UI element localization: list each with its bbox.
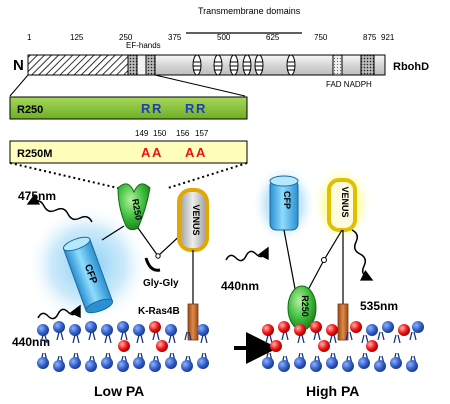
- residue-a-156: A: [185, 145, 195, 160]
- position-125: 125: [70, 33, 84, 42]
- lipid-heads-high-pa: [262, 321, 424, 372]
- rbohd-label: RbohD: [393, 61, 429, 73]
- r250-label-low-pa: R250: [130, 198, 144, 221]
- residue-r-150: R: [152, 101, 162, 116]
- mutant-residues: A A A A: [141, 145, 206, 160]
- residue-numbers: 149 150 156 157: [135, 129, 209, 138]
- n-terminus-label: N: [13, 57, 24, 74]
- fad-domain: [332, 54, 343, 76]
- cfp-low-pa: CFP: [62, 236, 114, 314]
- lipid-heads-low-pa: [37, 321, 209, 372]
- venus-label-low-pa: VENUS: [191, 204, 201, 235]
- fad-nadph-label: FAD NADPH: [326, 80, 372, 89]
- position-1: 1: [27, 33, 32, 42]
- residue-number-149: 149: [135, 129, 149, 138]
- venus-high-pa: VENUS: [327, 178, 357, 232]
- zoom-line-right: [154, 74, 246, 97]
- dotted-zoom-left: [9, 162, 119, 189]
- cfp-high-pa: CFP: [269, 175, 299, 231]
- membrane-high-pa: [262, 321, 424, 372]
- high-pa-title: High PA: [306, 383, 359, 399]
- residue-a-149: A: [141, 145, 151, 160]
- tm-helix-2: [213, 54, 223, 76]
- residue-a-150: A: [152, 145, 162, 160]
- excitation-label-high-pa: 440nm: [221, 279, 259, 293]
- tm-helix-5: [254, 54, 264, 76]
- ef-hands-label: EF-hands: [126, 41, 161, 50]
- emission-wave-475: [26, 193, 93, 223]
- transmembrane-title: Transmembrane domains: [198, 6, 301, 16]
- residue-r-149: R: [141, 101, 151, 116]
- residue-number-150: 150: [153, 129, 167, 138]
- kras-anchor-low-pa: [187, 303, 199, 341]
- ef-hand-spacer: [136, 54, 147, 76]
- rbohd-domain-map: Transmembrane domains 1 125 250 375 500 …: [9, 6, 429, 97]
- venus-low-pa: VENUS: [177, 188, 209, 252]
- excitation-wave-440-low: [37, 304, 81, 320]
- residue-a-157: A: [196, 145, 206, 160]
- low-pa-state: 475nm CFP 440nm R250 Gly-Gly VENUS: [12, 183, 209, 399]
- position-875: 875: [363, 33, 377, 42]
- tm-helix-4: [242, 54, 252, 76]
- high-pa-state: CFP VENUS 440nm 535nm R250: [221, 164, 424, 399]
- r250-domain-low-pa: R250: [117, 183, 151, 231]
- position-500: 500: [217, 33, 231, 42]
- residue-r-157: R: [196, 101, 206, 116]
- dotted-zoom-right: [167, 162, 248, 189]
- low-pa-title: Low PA: [94, 383, 144, 399]
- excitation-label-low-pa: 440nm: [12, 335, 50, 349]
- n-terminal-hatched-region: [27, 54, 129, 76]
- kras-label: K-Ras4B: [138, 306, 180, 317]
- ef-hand-2: [145, 54, 156, 76]
- nadph-domain: [360, 54, 375, 76]
- ef-hand-1: [127, 54, 138, 76]
- venus-label-high-pa: VENUS: [340, 186, 350, 217]
- r250-bar-label: R250: [17, 104, 43, 116]
- linker-joint-high: [321, 257, 327, 263]
- joint-to-r250-high: [307, 259, 325, 291]
- cfp-to-r250-linker: [101, 225, 125, 241]
- kras-anchor-high-pa: [337, 303, 349, 341]
- position-625: 625: [266, 33, 280, 42]
- emission-label-535: 535nm: [360, 299, 398, 313]
- fad-label: FAD: [326, 80, 342, 89]
- gly-gly-label: Gly-Gly: [143, 278, 179, 289]
- tm-helix-3: [229, 54, 239, 76]
- residue-number-157: 157: [195, 129, 209, 138]
- nadph-label: NADPH: [344, 80, 372, 89]
- r250-bar: [9, 96, 248, 120]
- gly-gly-hinge-icon: [144, 257, 161, 272]
- position-375: 375: [168, 33, 182, 42]
- tm-helix-1: [192, 54, 202, 76]
- position-750: 750: [314, 33, 328, 42]
- emission-label-475: 475nm: [18, 189, 56, 203]
- transmembrane-helices: [192, 54, 296, 76]
- gly-gly-joint: [155, 253, 161, 259]
- c-terminal-region: [154, 54, 386, 76]
- r250m-bar: [9, 140, 248, 164]
- r250-label-high-pa: R250: [300, 295, 310, 317]
- emission-wave-535: [351, 229, 374, 281]
- position-250: 250: [119, 33, 133, 42]
- wild-type-residues: R R R R: [141, 101, 206, 116]
- r250-bars: R250 R R R R 149 150 156 157 R250M A A A…: [9, 96, 248, 189]
- r250m-bar-label: R250M: [17, 148, 52, 160]
- position-921: 921: [381, 33, 395, 42]
- cfp-label-high-pa: CFP: [282, 191, 292, 209]
- residue-r-156: R: [185, 101, 195, 116]
- membrane-low-pa: [37, 321, 209, 372]
- zoom-line-left: [9, 74, 29, 97]
- excitation-wave-440-high: [225, 246, 269, 262]
- venus-to-joint-high: [323, 229, 343, 261]
- tm-helix-6: [286, 54, 296, 76]
- residue-number-156: 156: [176, 129, 190, 138]
- cfp-to-r250-high: [283, 229, 297, 295]
- position-ticks: 1 125 250 375 500 625 750 875 921: [27, 33, 395, 42]
- r250-domain-high-pa: R250: [287, 285, 317, 331]
